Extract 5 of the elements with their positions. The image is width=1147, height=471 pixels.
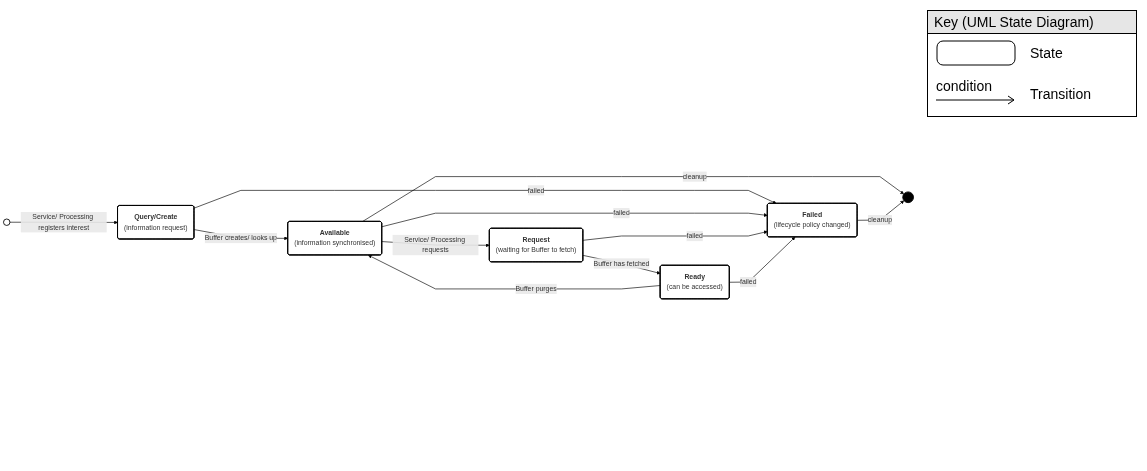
condition-label: condition <box>936 78 993 94</box>
node-circle <box>3 218 11 227</box>
legend-text: Transition <box>1030 86 1091 102</box>
legend-text: State <box>1030 45 1063 61</box>
legend-title: Key (UML State Diagram) <box>928 11 1136 34</box>
